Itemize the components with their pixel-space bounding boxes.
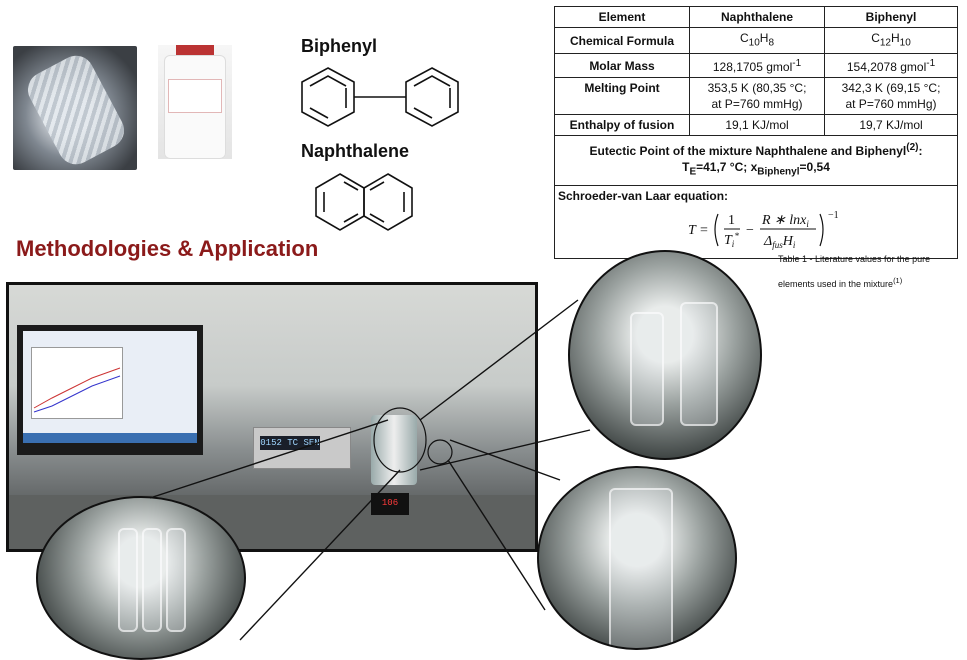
biphenyl-structure xyxy=(301,67,459,127)
naphthalene-structure xyxy=(315,173,413,231)
naphthalene-cell: 353,5 K (80,35 °C;at P=760 mmHg) xyxy=(689,77,825,116)
row-label: Melting Point xyxy=(554,77,690,116)
svg-text:R ∗ lnxi: R ∗ lnxi xyxy=(761,213,809,229)
naphthalene-cell: 128,1705 gmol-1 xyxy=(689,53,825,79)
zoom-detail-top xyxy=(568,250,762,460)
eutectic-line-2: TE=41,7 °C; xBiphenyl=0,54 xyxy=(682,160,830,178)
svg-text:ΔfusHi: ΔfusHi xyxy=(763,234,796,250)
vial-photo xyxy=(13,46,137,170)
svg-text:T: T xyxy=(688,223,697,238)
svg-text:−1: −1 xyxy=(828,210,839,221)
controller-display: 106 xyxy=(381,498,399,508)
table-header-row: Element Naphthalene Biphenyl xyxy=(554,6,958,28)
literature-table: Element Naphthalene Biphenyl Chemical Fo… xyxy=(554,6,958,259)
svg-text:=: = xyxy=(700,223,708,238)
table-row: Chemical Formula C10H8 C12H10 xyxy=(554,26,958,55)
row-label: Chemical Formula xyxy=(554,26,690,55)
temperature-controller: 106 xyxy=(371,493,409,515)
naphthalene-label: Naphthalene xyxy=(301,141,410,161)
computer-monitor xyxy=(17,325,203,455)
row-label: Enthalpy of fusion xyxy=(554,114,690,137)
table-row: Enthalpy of fusion 19,1 KJ/mol 19,7 KJ/m… xyxy=(554,114,958,137)
eutectic-line-1: Eutectic Point of the mixture Naphthalen… xyxy=(589,142,923,159)
eutectic-cell: Eutectic Point of the mixture Naphthalen… xyxy=(554,135,958,186)
biphenyl-cell: 154,2078 gmol-1 xyxy=(824,53,958,79)
biphenyl-label: Biphenyl xyxy=(301,36,378,56)
schroeder-van-laar-equation: T = 1 Ti* − R ∗ lnxi ΔfusHi −1 xyxy=(688,210,839,250)
table-row: Melting Point 353,5 K (80,35 °C;at P=760… xyxy=(554,77,958,116)
biphenyl-cell: C12H10 xyxy=(824,26,958,55)
zoom-connector-lines xyxy=(149,299,591,641)
equation-cell: Schroeder-van Laar equation: T = 1 Ti* −… xyxy=(554,184,958,259)
equation-row: Schroeder-van Laar equation: T = 1 Ti* −… xyxy=(554,184,958,259)
section-title: Methodologies & Application xyxy=(16,236,319,261)
zoom-detail-bottom-right xyxy=(537,466,737,650)
reagent-bottle-photo xyxy=(158,45,232,159)
svg-text:−: − xyxy=(746,223,754,238)
table-caption: Table 1 - Literature values for the pure… xyxy=(778,254,931,289)
reactor-vessel xyxy=(371,415,417,485)
svg-text:1: 1 xyxy=(728,213,735,228)
biphenyl-cell: 342,3 K (69,15 °C;at P=760 mmHg) xyxy=(824,77,958,116)
row-label: Molar Mass xyxy=(554,53,690,79)
equation-title: Schroeder-van Laar equation: xyxy=(558,188,729,203)
naphthalene-cell: C10H8 xyxy=(689,26,825,55)
table-row: Molar Mass 128,1705 gmol-1 154,2078 gmol… xyxy=(554,53,958,79)
zoom-detail-bottom-left xyxy=(36,496,246,660)
eutectic-row: Eutectic Point of the mixture Naphthalen… xyxy=(554,135,958,186)
